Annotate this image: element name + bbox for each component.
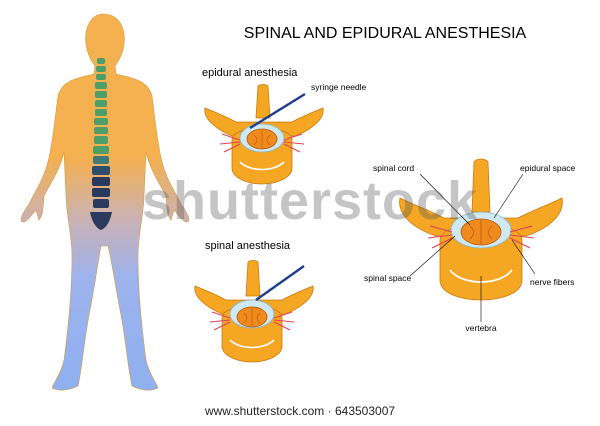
spine-column (90, 58, 112, 230)
page-title: SPINAL AND EPIDURAL ANESTHESIA (244, 25, 527, 42)
footer-url: www.shutterstock.com (204, 404, 325, 418)
nerve-fibers-label: nerve fibers (530, 277, 574, 287)
watermark: shutterstock (141, 171, 479, 231)
footer: www.shutterstock.com · 643503007 (0, 404, 600, 418)
footer-image-id: 643503007 (334, 404, 396, 418)
spinal-vertebra: spinal anesthesia (194, 240, 314, 363)
epidural-vertebra: epidural anesthesia syringe needle (202, 67, 367, 185)
vertebra-label: vertebra (465, 323, 496, 333)
leader-lines (409, 173, 536, 322)
spinal-space-label: spinal space (364, 273, 412, 283)
spinal-cord-label: spinal cord (373, 163, 414, 173)
spinal-needle-icon (255, 265, 305, 301)
spinal-heading: spinal anesthesia (205, 240, 291, 252)
syringe-needle-icon (249, 92, 306, 130)
anatomy-vertebra: spinal cord epidural space spinal space … (364, 158, 576, 333)
epidural-space-label: epidural space (520, 163, 576, 173)
epidural-heading: epidural anesthesia (202, 67, 298, 79)
syringe-needle-label: syringe needle (311, 82, 367, 92)
human-figure (20, 13, 190, 391)
footer-bar (0, 396, 600, 426)
footer-separator: · (324, 404, 335, 418)
